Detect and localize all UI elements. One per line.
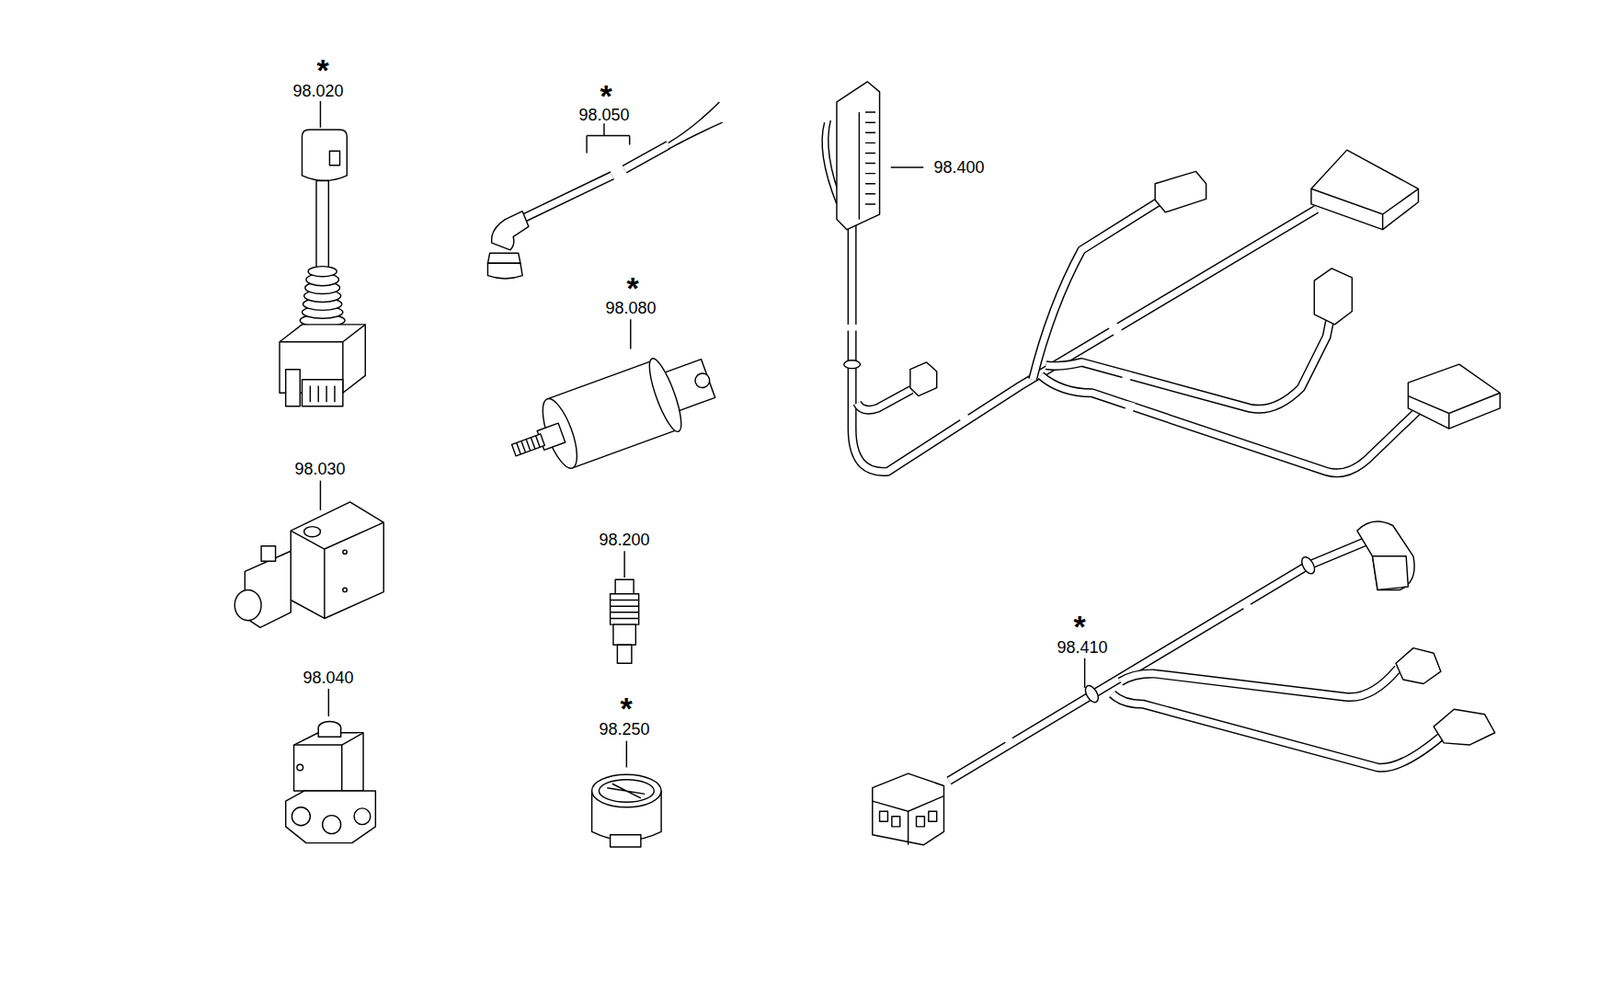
asterisk-mark: * <box>626 272 639 304</box>
joystick-switch <box>279 129 366 407</box>
callout-number: 98.080 <box>605 299 656 317</box>
asterisk-mark: * <box>316 54 329 86</box>
shift-cylinder <box>500 342 723 488</box>
callout-number: 98.030 <box>294 460 345 478</box>
speed-sensor <box>487 102 722 279</box>
wiring-harness <box>822 81 1500 474</box>
callout-number: 98.040 <box>302 669 354 686</box>
pressure-switch <box>610 579 640 663</box>
asterisk-mark: * <box>1073 610 1086 642</box>
wiring-harness <box>872 521 1496 846</box>
drawing <box>234 81 1500 847</box>
callout-number: 98.200 <box>598 531 650 549</box>
leader-lines <box>320 101 1085 768</box>
callout-number: 98.020 <box>292 82 343 100</box>
solenoid-valve <box>285 721 377 844</box>
callout-number: 98.410 <box>1056 639 1108 656</box>
solenoid-valve <box>234 502 384 628</box>
callout-number: 98.050 <box>578 106 629 124</box>
callout-number: 98.250 <box>598 720 650 738</box>
callout-number: 98.400 <box>933 159 984 176</box>
gauge <box>592 774 662 847</box>
asterisk-mark: * <box>619 692 632 724</box>
